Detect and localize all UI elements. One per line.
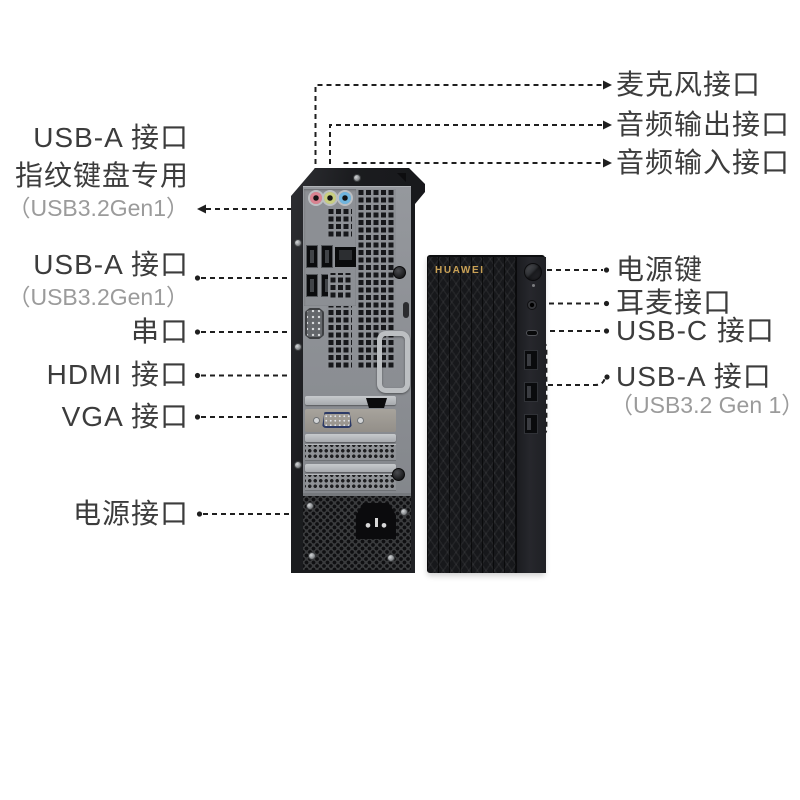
screw (387, 554, 395, 562)
slot-cover (305, 396, 396, 405)
usb-c-port (526, 330, 538, 336)
label-vga-port: VGA 接口 (61, 401, 189, 432)
vga-screw (313, 417, 320, 424)
power-button (524, 263, 542, 281)
usb-a-port (306, 245, 318, 268)
vga-screw (357, 417, 364, 424)
label-usb-a-front: USB-A 接口 (616, 361, 772, 392)
label-mic-jack: 麦克风接口 (616, 69, 762, 100)
desktop-rear-view (291, 168, 425, 573)
screw (308, 552, 316, 560)
chassis-handle (377, 331, 410, 393)
vent-grid-large (356, 189, 396, 370)
chassis-notch (397, 173, 406, 182)
vga-port (322, 412, 352, 428)
ethernet-port (335, 247, 356, 267)
label-usb-a-front-note: （USB3.2 Gen 1） (610, 392, 800, 418)
psu-divider (303, 493, 411, 496)
power-indicator (532, 284, 535, 287)
usb-a-port-front (524, 350, 538, 370)
usb-a-ports-rear-top (306, 245, 333, 268)
label-usb-a-fingerprint-line2: 指纹键盘专用 (14, 160, 189, 191)
latch-slider (403, 302, 409, 318)
serial-port (305, 308, 324, 339)
screw (400, 508, 408, 516)
vent-grid (328, 273, 352, 300)
usb-a-port (321, 245, 333, 268)
screw (353, 174, 361, 182)
power-supply-vent (303, 496, 411, 570)
label-usb-a-fingerprint-note: （USB3.2Gen1） (7, 195, 189, 221)
screw (294, 343, 302, 351)
usb-a-port-front (524, 414, 538, 434)
video-port-bracket (305, 409, 396, 432)
screw (306, 502, 314, 510)
label-usb-a-rear-note: （USB3.2Gen1） (7, 284, 189, 310)
label-hdmi-port: HDMI 接口 (46, 359, 189, 390)
label-headset-jack: 耳麦接口 (616, 287, 733, 318)
vent-grid (326, 306, 352, 370)
label-audio-out-jack: 音频输出接口 (616, 109, 791, 140)
screw (294, 461, 302, 469)
slot-cover (305, 434, 396, 442)
label-serial-port: 串口 (130, 316, 189, 347)
hdmi-port (366, 398, 387, 408)
perforated-slot-cover (305, 444, 396, 461)
line-in-jack (338, 192, 351, 204)
label-power-inlet: 电源接口 (72, 498, 189, 529)
thumbscrew (393, 266, 406, 279)
label-usb-a-rear: USB-A 接口 (33, 249, 189, 280)
label-audio-in-jack: 音频输入接口 (616, 147, 791, 178)
rear-io-panel (303, 186, 411, 570)
label-usb-a-fingerprint-line1: USB-A 接口 (33, 122, 189, 153)
line-out-jack (324, 192, 336, 204)
headset-jack (527, 300, 537, 310)
thumbscrew (392, 468, 405, 481)
perforated-slot-cover (305, 474, 396, 491)
screw (294, 239, 302, 247)
label-power-button: 电源键 (616, 254, 704, 285)
usb-a-port (306, 274, 318, 297)
power-inlet (356, 503, 396, 539)
brand-logo: HUAWEI (435, 265, 485, 276)
desktop-front-view: HUAWEI (427, 255, 546, 573)
slot-cover (305, 464, 396, 472)
mic-jack (309, 192, 322, 204)
vent-grid (326, 209, 352, 239)
usb-a-port-front (524, 382, 538, 402)
label-usb-c-port: USB-C 接口 (616, 315, 775, 346)
